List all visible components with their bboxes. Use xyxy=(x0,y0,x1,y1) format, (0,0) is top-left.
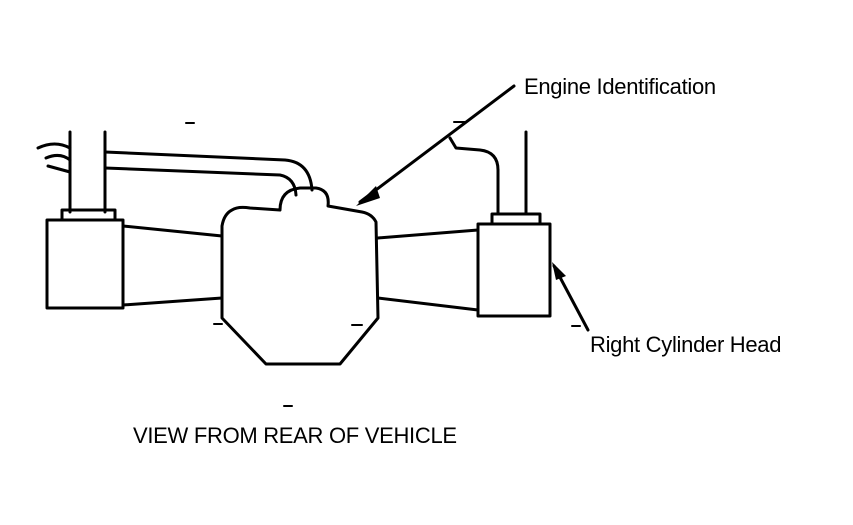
right-bank xyxy=(376,228,480,312)
engine-id-arrowhead xyxy=(356,186,380,206)
right-cylinder-head xyxy=(476,222,552,318)
left-cylinder-head xyxy=(45,218,125,310)
right-cylinder-head-label: Right Cylinder Head xyxy=(590,332,782,357)
crossover-hose xyxy=(103,150,314,197)
right-vent-pipe xyxy=(448,130,528,216)
engine-id-leader xyxy=(358,84,516,204)
left-bank xyxy=(121,224,224,307)
left-head-collar xyxy=(60,208,117,222)
left-vent-pipe xyxy=(36,130,107,214)
scan-tick-marks xyxy=(185,121,581,407)
engine-identification-label: Engine Identification xyxy=(524,74,716,99)
right-head-arrowhead xyxy=(552,262,566,280)
engine-block xyxy=(220,186,380,366)
right-head-collar xyxy=(490,212,542,226)
view-caption: VIEW FROM REAR OF VEHICLE xyxy=(133,423,457,448)
